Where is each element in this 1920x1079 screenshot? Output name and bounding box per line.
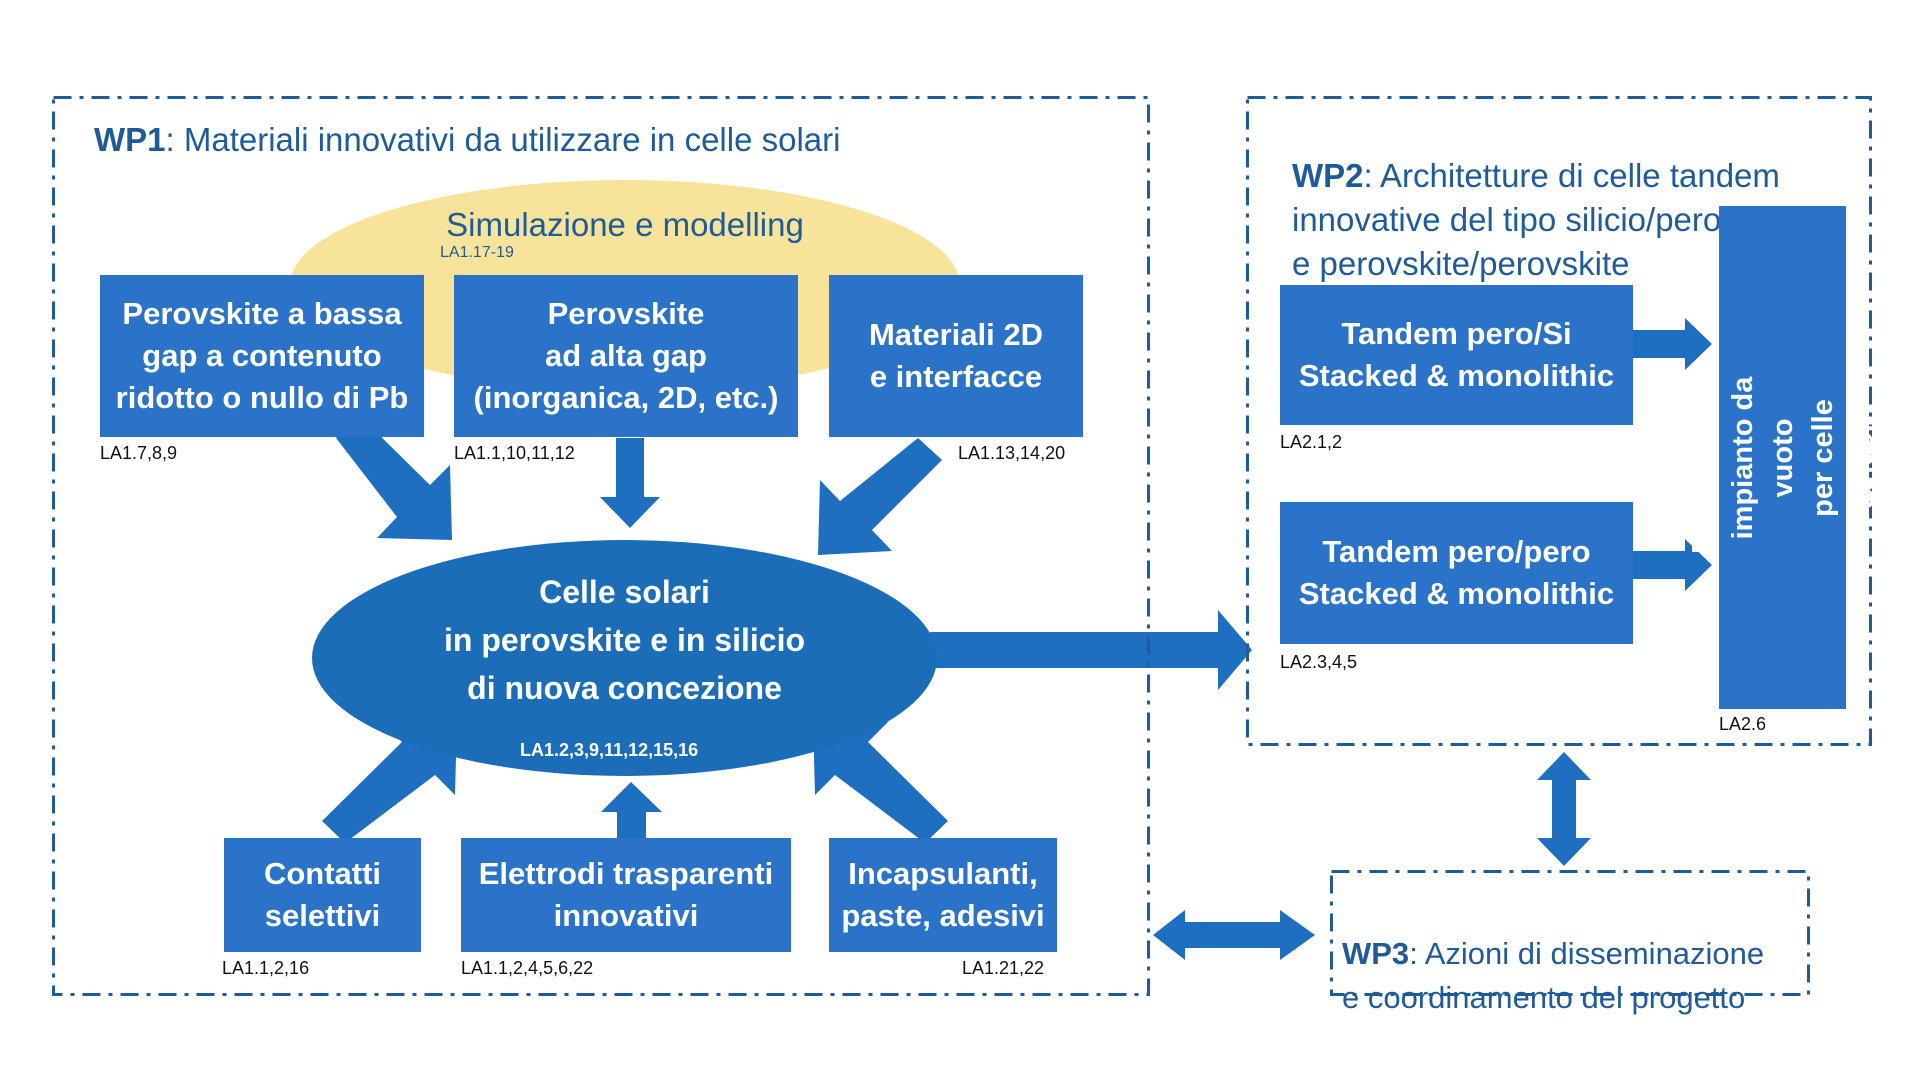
arrow-wp2-wp3 [1537,752,1591,866]
box-transparent-electrodes-ref: LA1.1,2,4,5,6,22 [461,958,594,978]
wp1-title-text: : Materiali innovativi da utilizzare in … [165,121,841,158]
box-encapsulants-label: Incapsulanti, paste, adesivi [841,856,1045,933]
wp1-frame [52,96,1150,996]
box-low-gap-perovskite-ref: LA1.7,8,9 [100,443,178,463]
wp2-frame [1246,96,1872,746]
box-high-gap-perovskite-label: Perovskite ad alta gap (inorganica, 2D, … [473,296,779,415]
wp3-code: WP3 [1342,936,1410,971]
box-vacuum-plant-ref: LA2.6 [1719,714,1767,734]
arrow-top-mid-to-center [600,438,660,528]
box-vacuum-plant-label: Progettazione impianto da vuoto per cell… [1686,361,1879,554]
box-2d-materials-label: Materiali 2D e interfacce [868,317,1043,394]
arrow-center-to-wp2 [930,610,1252,690]
arrow-wp1-wp3 [1153,910,1315,960]
box-selective-contacts: Contatti selettivi [224,838,421,952]
arrow-bottom-right-to-center [813,720,948,843]
box-tandem-pero-pero-ref: LA2.3,4,5 [1280,652,1358,672]
center-ellipse [312,540,937,776]
center-title: Celle solari in perovskite e in silicio … [443,574,805,706]
simulation-title: Simulazione e modelling [446,206,804,243]
arrow-bottom-left-to-center [322,720,457,843]
wp1-code: WP1 [94,121,166,158]
box-tandem-pero-pero: Tandem pero/pero Stacked & monolithic [1280,502,1633,644]
arrow-top-right-to-center [818,438,942,555]
box-high-gap-perovskite-ref: LA1.1,10,11,12 [454,443,575,463]
box-tandem-pero-pero-label: Tandem pero/pero Stacked & monolithic [1298,534,1615,611]
box-2d-materials-ref: LA1.13,14,20 [958,443,1066,463]
wp1-title: WP1: Materiali innovativi da utilizzare … [94,118,1134,162]
box-tandem-pero-si-label: Tandem pero/Si Stacked & monolithic [1298,316,1615,393]
wp2-code: WP2 [1292,157,1364,194]
box-encapsulants: Incapsulanti, paste, adesivi [829,838,1057,952]
box-transparent-electrodes-label: Elettrodi trasparenti innovativi [478,856,774,933]
wp3-frame [1330,870,1810,996]
simulation-ref: LA1.17-19 [440,244,514,261]
box-low-gap-perovskite: Perovskite a bassa gap a contenuto ridot… [100,275,424,437]
arrow-bottom-mid-to-center [601,782,662,843]
box-encapsulants-ref: LA1.21,22 [962,958,1045,978]
arrow-tandem-si-to-plant [1633,318,1712,370]
box-high-gap-perovskite: Perovskite ad alta gap (inorganica, 2D, … [454,275,798,437]
box-tandem-pero-si: Tandem pero/Si Stacked & monolithic [1280,285,1633,425]
box-2d-materials: Materiali 2D e interfacce [829,275,1083,437]
wp3-title-text: : Azioni di disseminazione e coordinamen… [1342,936,1765,1015]
box-tandem-pero-si-ref: LA2.1,2 [1280,432,1343,452]
box-vacuum-plant: Progettazione impianto da vuoto per cell… [1687,206,1879,709]
arrow-top-left-to-center [336,416,452,540]
box-selective-contacts-ref: LA1.1,2,16 [222,958,310,978]
box-selective-contacts-label: Contatti selettivi [263,856,382,933]
box-low-gap-perovskite-label: Perovskite a bassa gap a contenuto ridot… [115,296,409,415]
center-ref: LA1.2,3,9,11,12,15,16 [520,740,699,760]
arrow-tandem-pero-to-plant [1633,539,1712,591]
box-transparent-electrodes: Elettrodi trasparenti innovativi [461,838,791,952]
wp3-title: WP3: Azioni di disseminazione e coordina… [1342,888,1802,1020]
